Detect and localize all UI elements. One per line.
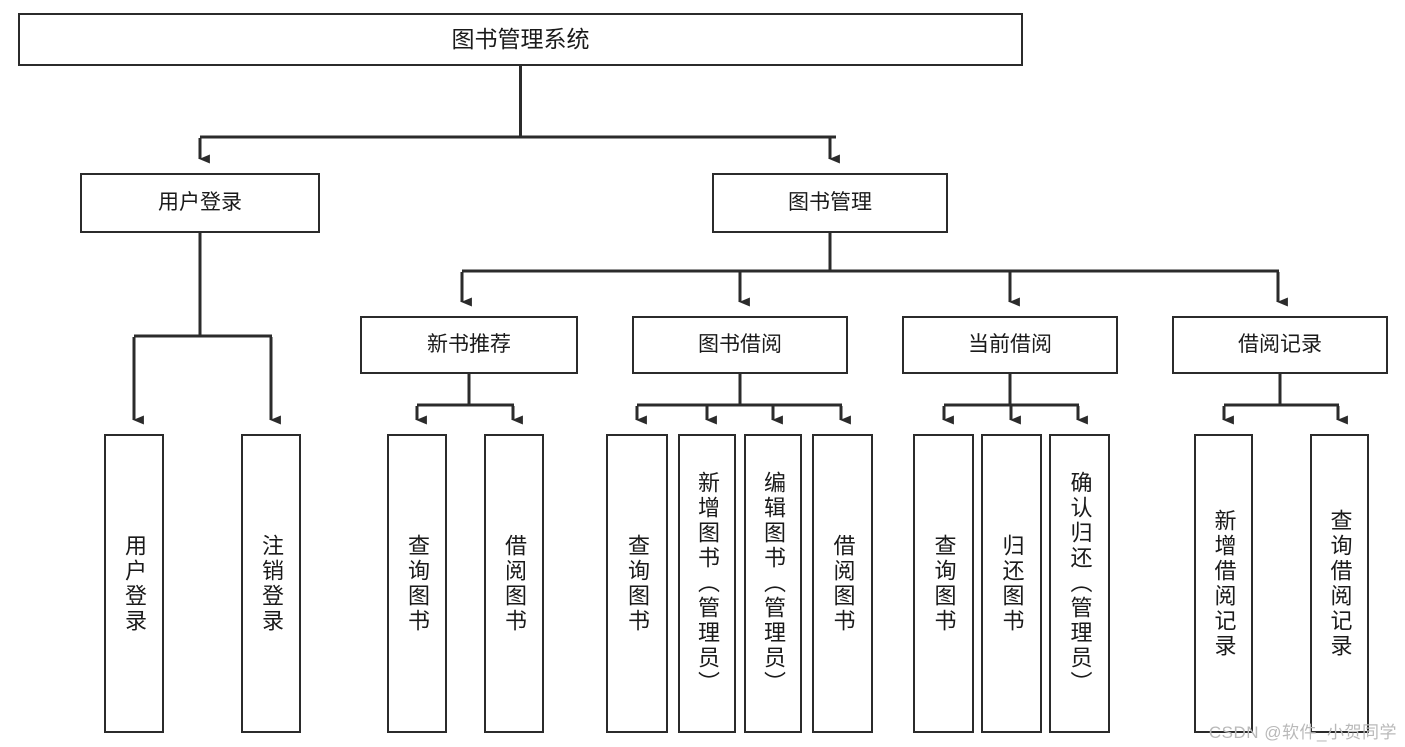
node-book-borrow[interactable]: 图书借阅	[632, 316, 848, 374]
node-user-login[interactable]: 用户登录	[80, 173, 320, 233]
node-leaf-return-book[interactable]: 归还图书	[981, 434, 1042, 733]
node-leaf-edit-book[interactable]: 编辑图书（管理员）	[744, 434, 802, 733]
node-leaf-confirm-return-label: 确认归还（管理员）	[1067, 471, 1093, 696]
node-root-label: 图书管理系统	[451, 25, 590, 52]
node-leaf-query-book-recommend[interactable]: 查询图书	[387, 434, 447, 733]
node-current-borrow[interactable]: 当前借阅	[902, 316, 1118, 374]
node-new-book-recommend[interactable]: 新书推荐	[360, 316, 578, 374]
node-book-borrow-label: 图书借阅	[698, 332, 782, 356]
node-leaf-return-book-label: 归还图书	[999, 533, 1025, 634]
node-leaf-add-book[interactable]: 新增图书（管理员）	[678, 434, 736, 733]
node-leaf-query-book-recommend-label: 查询图书	[404, 533, 430, 634]
node-leaf-add-book-label: 新增图书（管理员）	[694, 471, 720, 696]
watermark: CSDN @软件_小贺同学	[1208, 723, 1397, 742]
node-new-book-recommend-label: 新书推荐	[427, 332, 511, 356]
node-leaf-borrow-book-recommend[interactable]: 借阅图书	[484, 434, 544, 733]
node-borrow-record-label: 借阅记录	[1238, 332, 1322, 356]
node-current-borrow-label: 当前借阅	[968, 332, 1052, 356]
node-leaf-add-borrow-record[interactable]: 新增借阅记录	[1194, 434, 1253, 733]
node-leaf-query-book-current[interactable]: 查询图书	[913, 434, 974, 733]
node-book-management[interactable]: 图书管理	[712, 173, 948, 233]
node-leaf-borrow-book-label: 借阅图书	[830, 533, 856, 634]
node-leaf-add-borrow-record-label: 新增借阅记录	[1211, 508, 1237, 659]
node-root[interactable]: 图书管理系统	[18, 13, 1023, 66]
node-leaf-user-login-label: 用户登录	[121, 533, 147, 634]
node-leaf-edit-book-label: 编辑图书（管理员）	[760, 471, 786, 696]
node-book-management-label: 图书管理	[788, 190, 872, 214]
node-leaf-query-borrow-record-label: 查询借阅记录	[1327, 508, 1353, 659]
node-leaf-query-book-current-label: 查询图书	[931, 533, 957, 634]
node-leaf-confirm-return[interactable]: 确认归还（管理员）	[1049, 434, 1110, 733]
node-leaf-user-login[interactable]: 用户登录	[104, 434, 164, 733]
node-leaf-query-book-borrow-label: 查询图书	[624, 533, 650, 634]
node-leaf-query-book-borrow[interactable]: 查询图书	[606, 434, 668, 733]
node-leaf-logout[interactable]: 注销登录	[241, 434, 301, 733]
node-user-login-label: 用户登录	[158, 190, 242, 214]
node-leaf-logout-label: 注销登录	[258, 533, 284, 634]
node-leaf-borrow-book[interactable]: 借阅图书	[812, 434, 873, 733]
node-borrow-record[interactable]: 借阅记录	[1172, 316, 1388, 374]
node-leaf-query-borrow-record[interactable]: 查询借阅记录	[1310, 434, 1369, 733]
node-leaf-borrow-book-recommend-label: 借阅图书	[501, 533, 527, 634]
